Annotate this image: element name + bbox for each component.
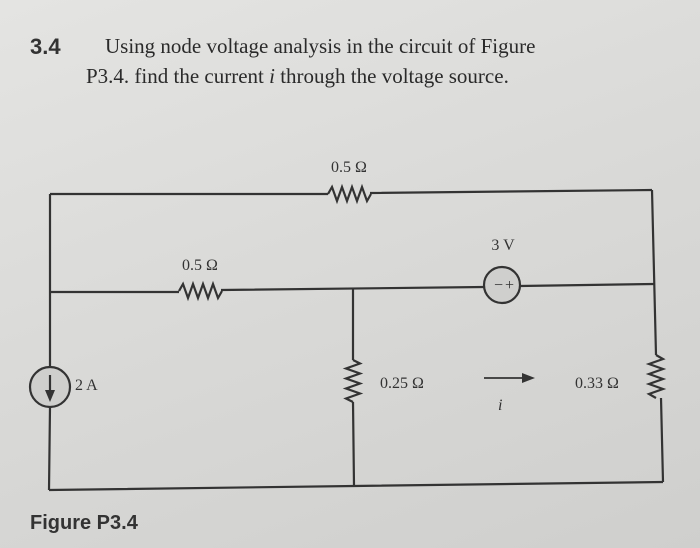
label-current: i: [498, 397, 502, 414]
voltage-source: [482, 265, 522, 305]
label-r-middle: 0.5 Ω: [182, 257, 218, 274]
wire-center: [351, 288, 356, 487]
text: through the voltage source.: [274, 64, 509, 88]
text: P3.4. find the current: [86, 64, 270, 88]
label-current-source: 2 A: [75, 377, 98, 394]
problem-number: 3.4: [30, 34, 61, 59]
resistor-center: [342, 359, 364, 403]
figure-caption: Figure P3.4: [30, 512, 138, 534]
problem-text-line2: P3.4. find the current i through the vol…: [86, 64, 509, 89]
wire-top: [50, 188, 653, 196]
arrow-head: [45, 390, 55, 402]
wire-right: [650, 189, 665, 483]
resistor-middle: [178, 280, 223, 302]
current-variable: i: [269, 64, 275, 88]
label-r-top: 0.5 Ω: [331, 159, 367, 176]
resistor-right: [645, 354, 667, 399]
label-voltage-source: 3 V: [491, 237, 515, 254]
minus-sign: −: [494, 277, 503, 294]
wire-left: [47, 194, 52, 491]
problem-text-line1: Using node voltage analysis in the circu…: [105, 34, 536, 58]
arrow-head: [522, 373, 535, 383]
label-r-center: 0.25 Ω: [380, 375, 424, 392]
wire-bottom: [48, 480, 664, 492]
plus-sign: +: [505, 277, 514, 294]
resistor-top: [327, 183, 372, 205]
label-r-right: 0.33 Ω: [575, 375, 619, 392]
